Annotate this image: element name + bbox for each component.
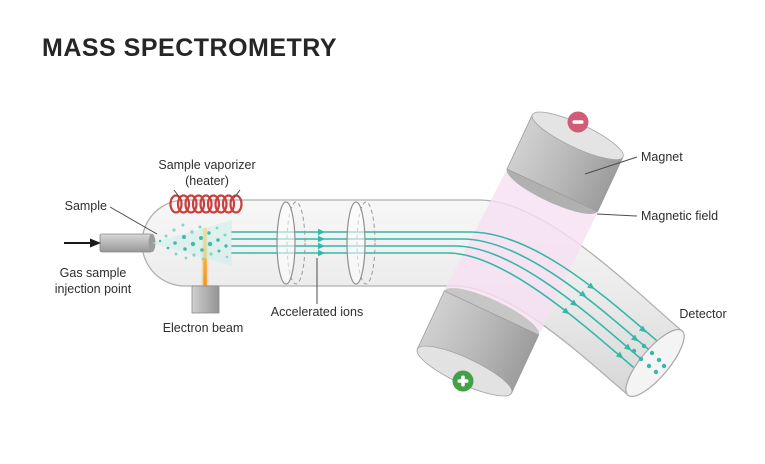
arrow-right-icon: [64, 238, 101, 248]
label-sample-vaporizer-line1: Sample vaporizer: [158, 158, 255, 172]
accelerator-plate-2: [346, 201, 376, 285]
label-gas-injection-line1: Gas sample: [60, 266, 127, 280]
minus-icon: [567, 111, 589, 133]
plus-icon: [452, 370, 474, 392]
leader-magnetic-field: [596, 213, 638, 217]
magnetic-field-band: [444, 169, 598, 335]
accelerator-plate-1: [276, 201, 306, 285]
label-magnet: Magnet: [641, 150, 683, 164]
leader-magnet: [584, 156, 638, 175]
electron-gun-pedestal: [191, 285, 220, 314]
sample-spray: [152, 220, 232, 266]
leader-sample: [109, 206, 158, 235]
page-title: MASS SPECTROMETRY: [42, 34, 337, 62]
label-sample: Sample: [65, 199, 107, 213]
detector-ion-dots: [631, 343, 667, 375]
label-magnetic-field: Magnetic field: [641, 209, 718, 223]
label-electron-beam: Electron beam: [163, 321, 244, 335]
label-accelerated-ions: Accelerated ions: [271, 305, 363, 319]
label-sample-vaporizer-line2: (heater): [185, 174, 229, 188]
leader-vaporizer: [173, 189, 241, 199]
magnet-top: [506, 111, 624, 214]
label-gas-injection-line2: injection point: [55, 282, 132, 296]
label-detector: Detector: [679, 307, 726, 321]
gas-injection-rod: [99, 233, 156, 253]
heater-coil: [169, 194, 243, 214]
detector-face: [625, 328, 685, 398]
ion-beam-arrows: [318, 228, 647, 359]
ion-beam-lines: [231, 231, 657, 368]
